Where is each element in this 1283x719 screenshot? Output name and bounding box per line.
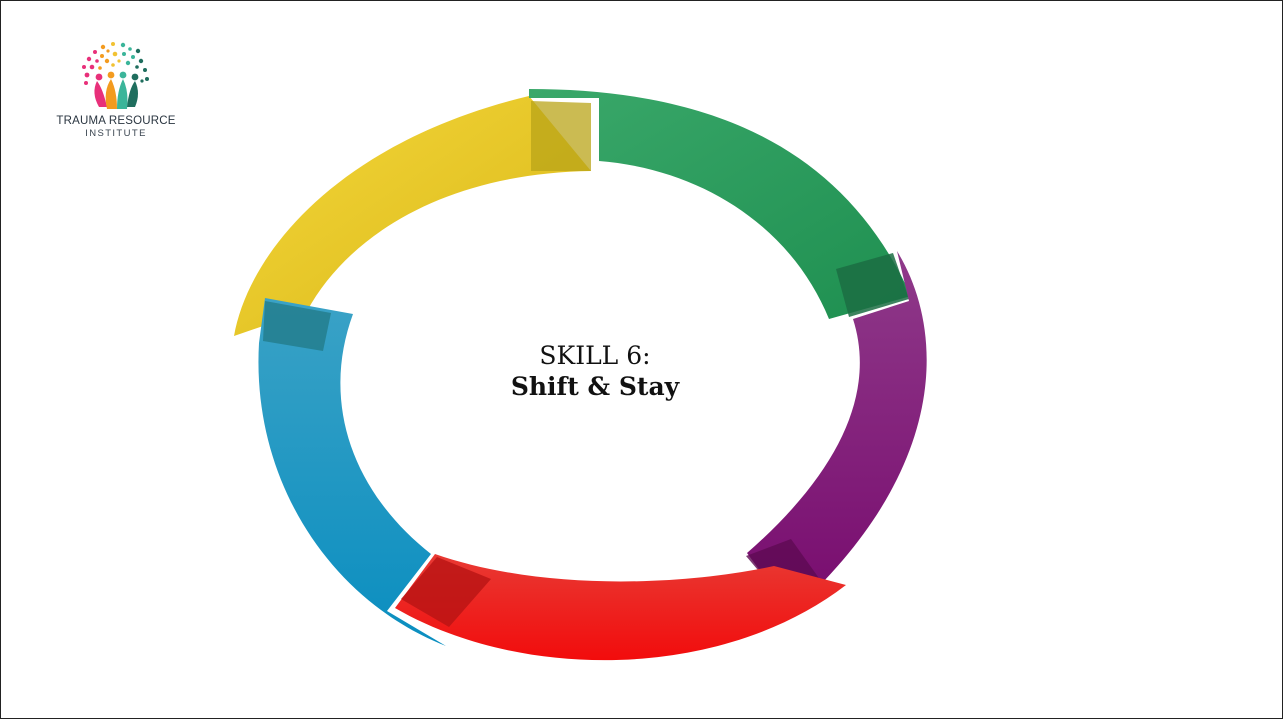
- trauma-resource-institute-logo: TRAUMA RESOURCE INSTITUTE: [49, 37, 189, 147]
- cycle-segment-yellow: [234, 96, 591, 336]
- cycle-segment-red: [395, 554, 846, 661]
- skill-caption: SKILL 6: Shift & Stay: [445, 341, 745, 403]
- tree-of-people-icon: [82, 42, 149, 109]
- logo-subname: INSTITUTE: [85, 128, 147, 139]
- logo-name: TRAUMA RESOURCE: [56, 115, 176, 127]
- skill-number-label: SKILL 6:: [539, 341, 651, 370]
- cycle-segment-blue: [258, 298, 446, 646]
- cycle-segment-green: [529, 89, 911, 319]
- skill-title: Shift & Stay: [510, 372, 680, 401]
